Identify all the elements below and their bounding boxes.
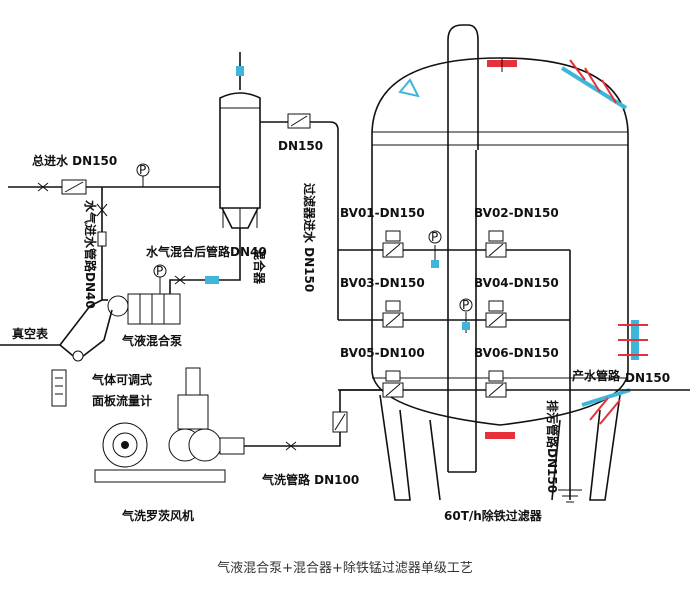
bv05-label: BV05-DN100 (340, 346, 425, 360)
bv01-valve[interactable] (382, 230, 404, 258)
drain-pipe-label: 排污管路DN150 (545, 400, 560, 493)
bv02-valve[interactable] (485, 230, 507, 258)
bv04-valve[interactable] (485, 300, 507, 328)
svg-text:P: P (462, 298, 469, 312)
manifold-pressure-gauge-icon: P (428, 230, 442, 268)
svg-text:P: P (156, 264, 163, 278)
filter-name: 60T/h除铁过滤器 (444, 508, 543, 523)
svg-text:DN150: DN150 (625, 371, 670, 385)
bv06-label: BV06-DN150 (474, 346, 559, 360)
total-inlet-label: 总进水 DN150 (32, 153, 117, 168)
caption: 气液混合泵+混合器+除铁锰过滤器单级工艺 (217, 560, 473, 576)
svg-text:气体可调式: 气体可调式 (91, 372, 152, 387)
svg-text:面板流量计: 面板流量计 (92, 393, 152, 408)
svg-text:P: P (431, 230, 438, 244)
vacuum-label: 真空表 (12, 326, 49, 341)
mixer-tank: 混合器 (219, 52, 267, 285)
product-pipe: 产水管路 DN150 排污管路DN150 (545, 368, 690, 503)
bv05-valve[interactable] (382, 370, 404, 398)
flowmeter-icon: 气体可调式 面板流量计 (51, 369, 152, 408)
pump-inlet-branch: 水气进水管路DN40 (83, 187, 108, 309)
svg-text:水气混合后管路DN40: 水气混合后管路DN40 (146, 244, 267, 259)
vacuum-line: 真空表 (0, 299, 113, 362)
svg-text:P: P (139, 163, 146, 177)
inlet-pressure-gauge-icon: P (136, 163, 150, 187)
filter-vessel (371, 24, 648, 501)
top-right-flange (560, 59, 628, 110)
total-inlet-line: 总进水 DN150 P (8, 153, 220, 195)
svg-text:气洗罗茨风机: 气洗罗茨风机 (121, 508, 194, 523)
filter-inlet-label: 过滤器进水 DN150 (302, 183, 317, 292)
bv02-label: BV02-DN150 (474, 206, 559, 220)
bv01-label: BV01-DN150 (340, 206, 425, 220)
svg-text:产水管路: 产水管路 (572, 368, 621, 383)
svg-text:混合器: 混合器 (252, 248, 267, 285)
bv03-valve[interactable] (382, 300, 404, 328)
gas-wash-pipe: 气洗管路 DN100 (244, 389, 382, 487)
bv03-label: BV03-DN150 (340, 276, 425, 290)
svg-text:气洗管路 DN100: 气洗管路 DN100 (261, 472, 359, 487)
gas-liquid-pump: 气液混合泵 P (102, 264, 182, 348)
valve-manifold: P P BV01-DN150 BV02-DN150 BV03-DN150 BV0… (337, 130, 571, 398)
bv06-valve[interactable] (485, 370, 507, 398)
roots-blower: 气洗罗茨风机 (94, 367, 245, 523)
dn150-top-label: DN150 (278, 139, 323, 153)
manifold-pressure-gauge-2-icon: P (459, 298, 473, 333)
post-mix-pipe: 水气混合后管路DN40 (146, 228, 267, 294)
svg-text:气液混合泵: 气液混合泵 (121, 333, 182, 348)
svg-text:水气进水管路DN40: 水气进水管路DN40 (83, 200, 98, 309)
pump-pressure-gauge-icon: P (153, 264, 167, 294)
bv04-label: BV04-DN150 (474, 276, 559, 290)
mixer-to-filter-pipe: DN150 过滤器进水 DN150 (260, 113, 339, 292)
